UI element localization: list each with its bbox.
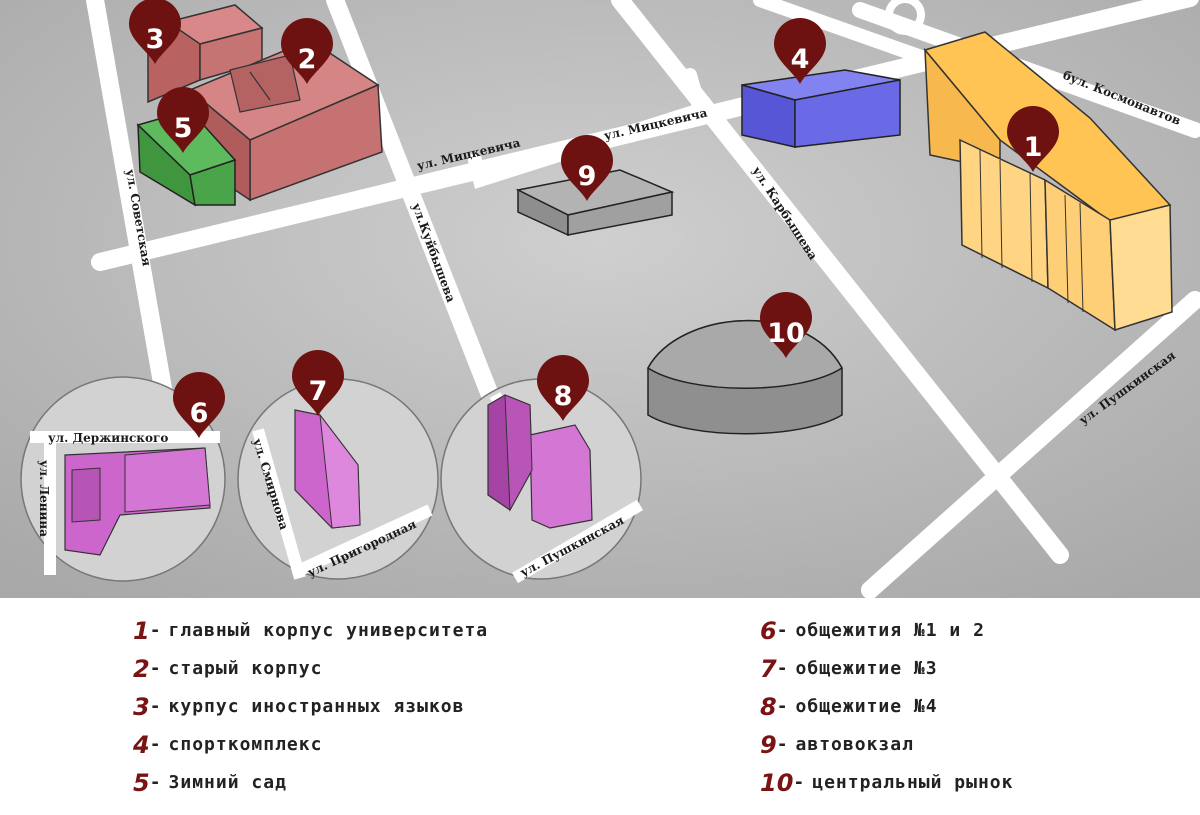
legend-column-left: 1 - главный корпус университета 2 - стар… xyxy=(133,612,488,802)
legend-item-9: 9 - автовокзал xyxy=(760,726,1013,764)
legend-separator: - xyxy=(149,696,161,717)
legend-separator: - xyxy=(776,658,788,679)
legend-separator: - xyxy=(776,696,788,717)
legend-item-7: 7 - общежитие №3 xyxy=(760,650,1013,688)
legend-label: автовокзал xyxy=(795,734,914,755)
pin-10[interactable]: 10 xyxy=(760,292,812,358)
legend-number: 4 xyxy=(133,731,150,759)
road-top-right xyxy=(753,0,937,67)
pin-2[interactable]: 2 xyxy=(281,18,333,84)
pin-4-label: 4 xyxy=(791,44,810,75)
roundabout xyxy=(885,0,925,35)
pin-1-label: 1 xyxy=(1024,132,1043,163)
legend-separator: - xyxy=(776,620,788,641)
pin-6[interactable]: 6 xyxy=(173,372,225,438)
pin-10-label: 10 xyxy=(767,318,805,349)
pin-3[interactable]: 3 xyxy=(129,0,181,64)
inset-dormitory-3 xyxy=(237,378,439,580)
road-sovetskaya xyxy=(86,0,174,409)
legend-number: 1 xyxy=(133,617,150,645)
legend-label: спорткомплекс xyxy=(168,734,323,755)
legend-separator: - xyxy=(149,658,161,679)
pin-2-label: 2 xyxy=(298,44,317,75)
pin-9-label: 9 xyxy=(578,161,597,192)
pin-8[interactable]: 8 xyxy=(537,355,589,421)
legend-number: 6 xyxy=(760,617,777,645)
legend-number: 10 xyxy=(760,769,794,797)
inset-dormitory-4 xyxy=(440,378,644,584)
pin-7-label: 7 xyxy=(309,376,328,407)
legend-label: центральный рынок xyxy=(812,772,1014,793)
building-4 xyxy=(741,69,901,148)
pin-5-label: 5 xyxy=(174,113,193,144)
legend-number: 3 xyxy=(133,693,150,721)
road-pushkinskaya xyxy=(861,291,1200,598)
road-network xyxy=(86,0,1200,598)
legend-item-5: 5 - Зимний сад xyxy=(133,764,488,802)
legend-separator: - xyxy=(149,620,161,641)
legend-label: Зимний сад xyxy=(168,772,287,793)
legend-label: общежития №1 и 2 xyxy=(795,620,985,641)
pin-5[interactable]: 5 xyxy=(157,87,209,153)
pin-9[interactable]: 9 xyxy=(561,135,613,201)
legend-separator: - xyxy=(776,734,788,755)
legend-separator: - xyxy=(149,772,161,793)
street-label-derzhinskogo: ул. Держинского xyxy=(48,431,168,445)
legend-separator: - xyxy=(793,772,805,793)
legend-number: 7 xyxy=(760,655,777,683)
pin-1[interactable]: 1 xyxy=(1007,106,1059,172)
legend-label: старый корпус xyxy=(168,658,323,679)
legend-item-4: 4 - спорткомплекс xyxy=(133,726,488,764)
legend-item-10: 10 - центральный рынок xyxy=(760,764,1013,802)
legend-item-2: 2 - старый корпус xyxy=(133,650,488,688)
legend-item-8: 8 - общежитие №4 xyxy=(760,688,1013,726)
legend-separator: - xyxy=(149,734,161,755)
legend-item-1: 1 - главный корпус университета xyxy=(133,612,488,650)
legend-number: 5 xyxy=(133,769,150,797)
pin-6-label: 6 xyxy=(190,398,209,429)
legend-label: курпус иностранных языков xyxy=(168,696,465,717)
legend-item-3: 3 - курпус иностранных языков xyxy=(133,688,488,726)
road-kuybysheva xyxy=(326,0,499,404)
legend-item-6: 6 - общежития №1 и 2 xyxy=(760,612,1013,650)
inset-dormitories-1-2 xyxy=(20,376,226,582)
legend-column-right: 6 - общежития №1 и 2 7 - общежитие №3 8 … xyxy=(760,612,1013,802)
map-legend: 1 - главный корпус университета 2 - стар… xyxy=(0,598,1200,815)
legend-number: 9 xyxy=(760,731,777,759)
pin-4[interactable]: 4 xyxy=(774,18,826,84)
legend-label: главный корпус университета xyxy=(168,620,489,641)
pin-3-label: 3 xyxy=(146,24,165,55)
building-9 xyxy=(515,169,675,237)
pin-7[interactable]: 7 xyxy=(292,350,344,416)
pin-8-label: 8 xyxy=(554,381,573,412)
street-label-lenina: ул. Ленина xyxy=(37,460,51,537)
legend-label: общежитие №3 xyxy=(795,658,938,679)
legend-label: общежитие №4 xyxy=(795,696,938,717)
campus-map: ул. Мицкевича ул. Мицкевича бул. Космона… xyxy=(0,0,1200,598)
legend-number: 2 xyxy=(133,655,150,683)
legend-number: 8 xyxy=(760,693,777,721)
